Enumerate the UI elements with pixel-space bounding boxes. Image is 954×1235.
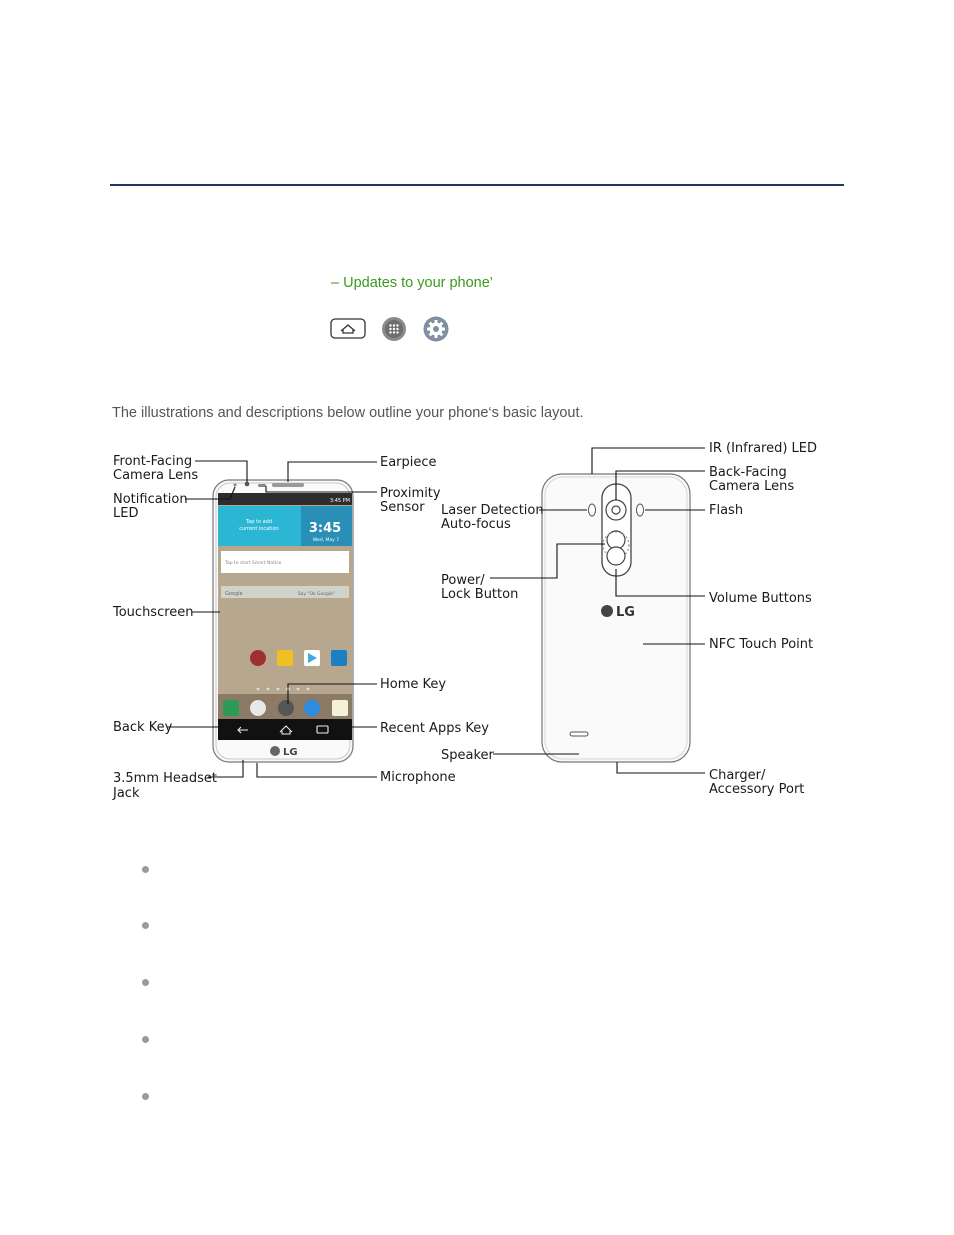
label-home-key: Home Key bbox=[380, 677, 446, 692]
label-headset-1: 3.5mm Headset bbox=[113, 771, 217, 786]
label-touchscreen: Touchscreen bbox=[112, 605, 194, 620]
recent-apps-key-icon bbox=[316, 725, 329, 734]
earpiece-grille bbox=[272, 483, 304, 487]
smart-notice: Tap to start Smart Notice bbox=[224, 560, 282, 566]
label-back-key: Back Key bbox=[113, 720, 173, 735]
back-key-icon bbox=[237, 726, 248, 734]
status-time: 3:45 PM bbox=[330, 498, 350, 504]
google-search: Google bbox=[225, 591, 243, 597]
updates-text: – Updates to your phone’ bbox=[331, 275, 494, 291]
home-key-icon bbox=[330, 316, 366, 345]
bullet-point bbox=[142, 1093, 149, 1100]
weather-line-1: Tap to add bbox=[245, 519, 272, 525]
settings-gear-icon bbox=[423, 316, 449, 347]
label-laser-1: Laser Detection bbox=[441, 503, 544, 518]
bullet-point bbox=[142, 866, 149, 873]
notification-led bbox=[233, 483, 237, 487]
say-ok-google: Say "Ok Google" bbox=[298, 591, 335, 597]
speaker-grille bbox=[569, 731, 589, 737]
front-camera-lens bbox=[244, 481, 250, 487]
label-back-camera-2: Camera Lens bbox=[709, 479, 794, 494]
leader-lines bbox=[167, 447, 705, 778]
proximity-sensor bbox=[258, 484, 266, 487]
clock-widget: 3:45 bbox=[309, 521, 341, 536]
label-headset-2: Jack bbox=[112, 786, 140, 801]
back-camera-lens bbox=[605, 499, 627, 521]
bullet-point bbox=[142, 922, 149, 929]
label-front-camera-2: Camera Lens bbox=[113, 468, 198, 483]
volume-down-button bbox=[606, 546, 626, 566]
label-power-2: Lock Button bbox=[441, 587, 518, 602]
label-charger-1: Charger/ bbox=[709, 768, 766, 783]
label-volume: Volume Buttons bbox=[709, 591, 812, 606]
label-back-camera-1: Back-Facing bbox=[709, 465, 787, 480]
back-lg-logo: LG bbox=[616, 605, 635, 620]
label-notification-2: LED bbox=[113, 506, 138, 521]
label-microphone: Microphone bbox=[380, 770, 456, 785]
weather-line-2: current location bbox=[239, 526, 278, 532]
home-key-glyph-icon bbox=[279, 725, 293, 735]
phone-layout-diagram: 3:45 PM Tap to add current location 3:45… bbox=[112, 441, 817, 801]
header-rule bbox=[110, 184, 844, 186]
bullet-point bbox=[142, 979, 149, 986]
front-lg-logo: LG bbox=[283, 747, 298, 758]
front-labels: Front-Facing Camera Lens Notification LE… bbox=[112, 454, 489, 801]
label-earpiece: Earpiece bbox=[380, 455, 437, 470]
label-ir-led: IR (Infrared) LED bbox=[709, 441, 817, 456]
label-power-1: Power/ bbox=[441, 573, 485, 588]
apps-icon bbox=[381, 316, 407, 347]
label-speaker: Speaker bbox=[441, 748, 495, 763]
volume-up-button bbox=[606, 530, 626, 550]
label-notification-1: Notification bbox=[113, 492, 188, 507]
label-proximity-1: Proximity bbox=[380, 486, 441, 501]
date-widget: Wed, May 7 bbox=[313, 537, 339, 543]
label-proximity-2: Sensor bbox=[380, 500, 425, 515]
label-front-camera-1: Front-Facing bbox=[113, 454, 192, 469]
label-charger-2: Accessory Port bbox=[709, 782, 804, 797]
intro-text: The illustrations and descriptions below… bbox=[112, 405, 584, 421]
label-laser-2: Auto-focus bbox=[441, 517, 511, 532]
back-labels: Laser Detection Auto-focus Power/ Lock B… bbox=[441, 441, 817, 797]
flash-led bbox=[636, 503, 644, 517]
front-phone: 3:45 PM Tap to add current location 3:45… bbox=[212, 479, 354, 763]
laser-autofocus bbox=[588, 503, 596, 517]
label-recent-apps-key: Recent Apps Key bbox=[380, 721, 489, 736]
label-flash: Flash bbox=[709, 503, 743, 518]
bullet-point bbox=[142, 1036, 149, 1043]
back-phone: LG bbox=[541, 473, 691, 763]
label-nfc: NFC Touch Point bbox=[709, 637, 813, 652]
